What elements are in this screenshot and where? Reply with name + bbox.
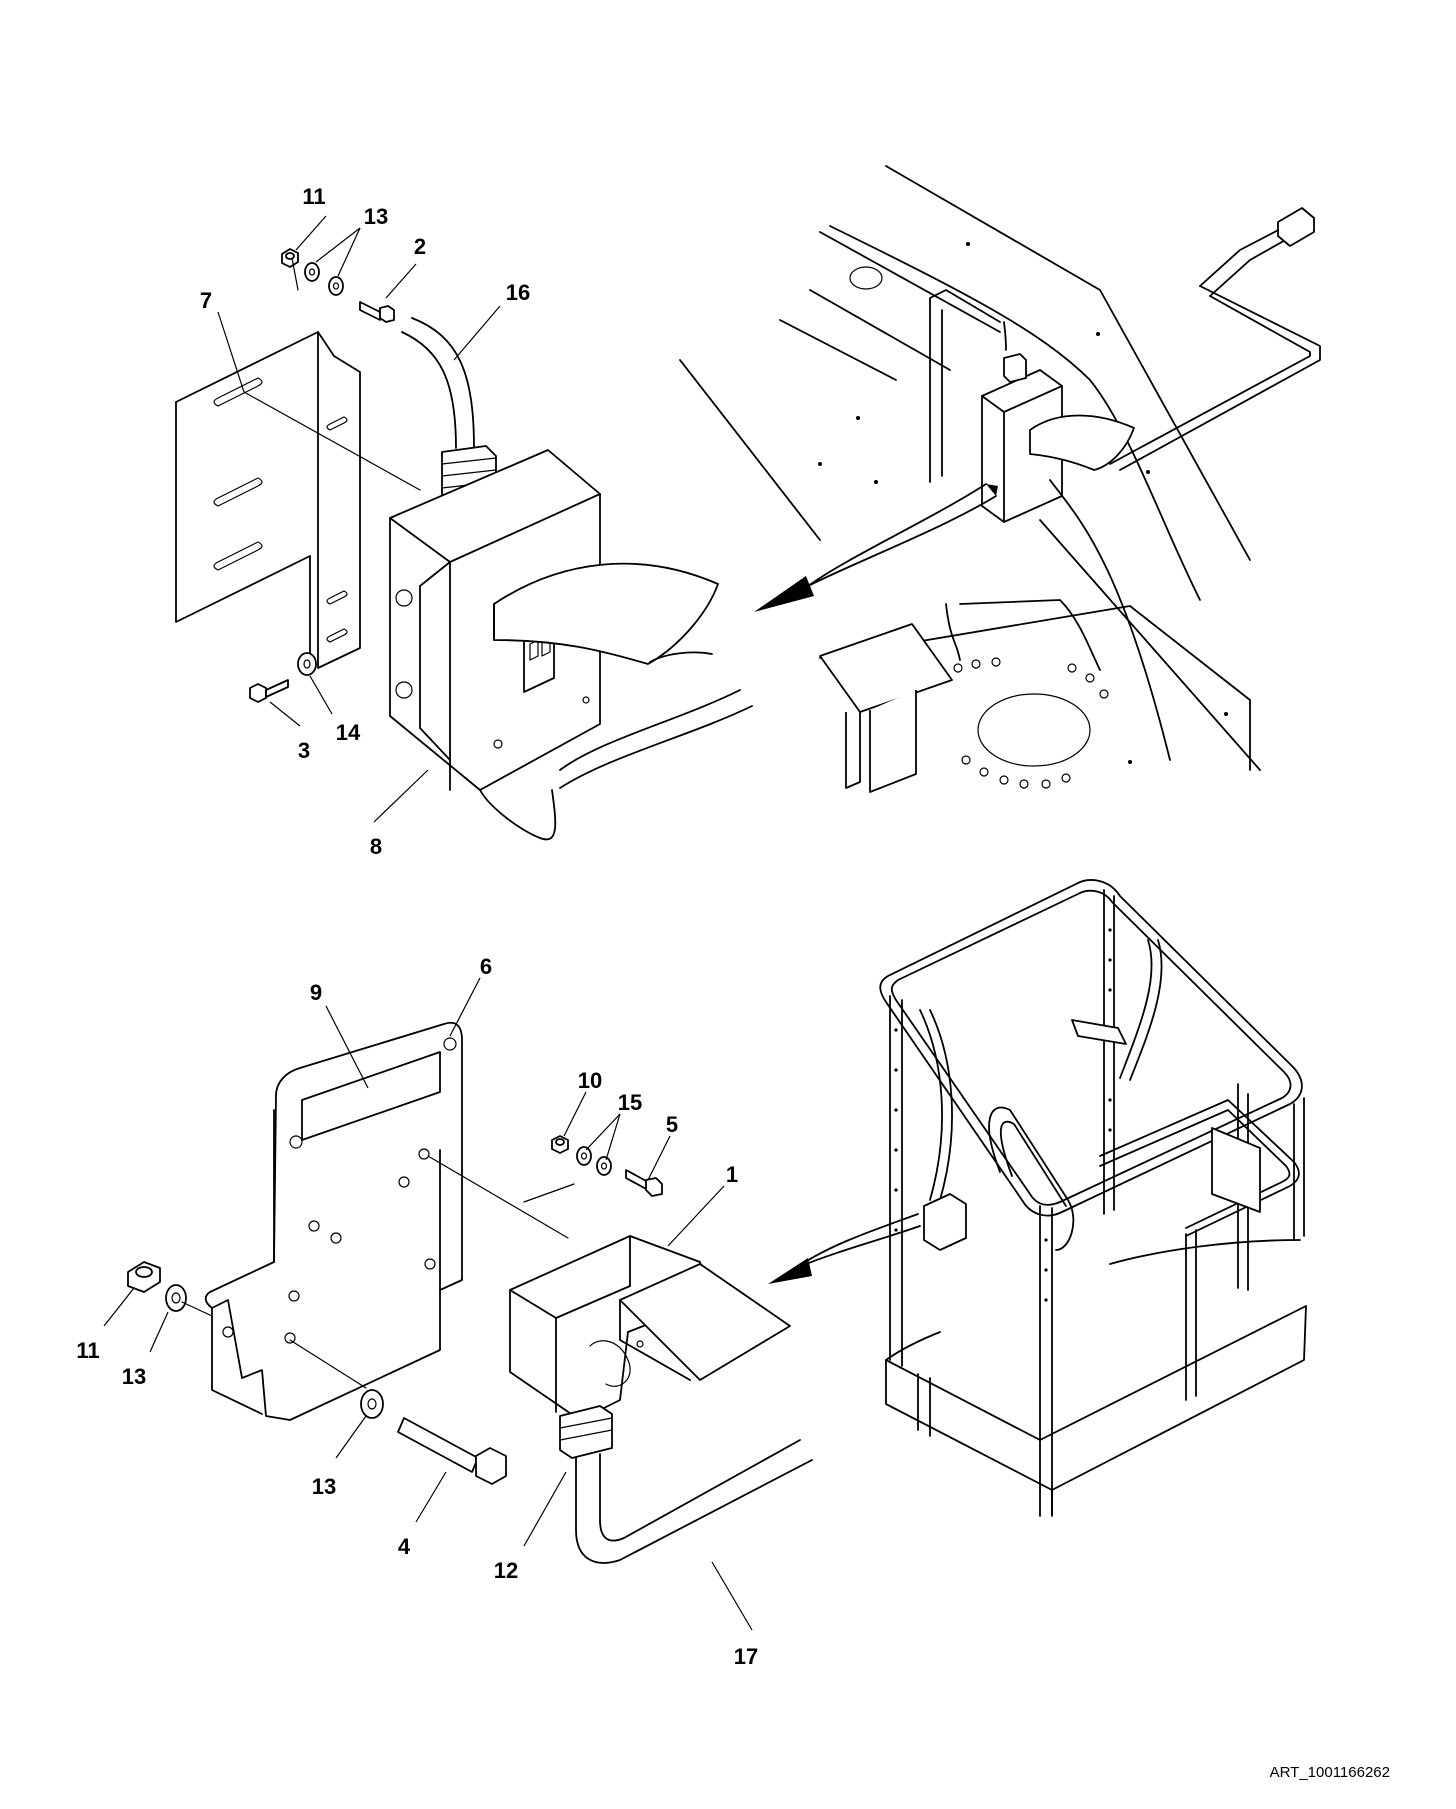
callout-11-left: 11 [76,1338,99,1363]
bottom-outlet-box [509,1235,791,1459]
callout-10: 10 [578,1068,602,1093]
callout-13-lower: 13 [312,1474,336,1499]
top-chassis-context [679,165,1321,793]
callout-17: 17 [734,1644,758,1669]
callout-16: 16 [506,280,530,305]
callout-1: 1 [726,1162,738,1187]
bottom-mounting-plate [204,1021,463,1421]
callout-15: 15 [618,1090,642,1115]
long-bolt-4 [397,1417,507,1485]
callout-3: 3 [298,738,310,763]
bottom-washers-15 [576,1146,612,1176]
callout-11-top: 11 [302,184,325,209]
callout-4: 4 [398,1534,411,1559]
callout-13-top: 13 [364,204,388,229]
top-nut-11 [281,248,299,268]
left-washer-13 [165,1284,187,1312]
top-outlet-box [389,449,719,791]
left-nut-11 [127,1261,161,1293]
callout-7: 7 [200,288,212,313]
washer-14 [297,652,317,676]
callout-8: 8 [370,834,382,859]
top-washers-13 [304,262,344,296]
bottom-bolt-3 [249,679,289,703]
callout-14: 14 [336,720,361,745]
callout-5: 5 [666,1112,678,1137]
callout-6: 6 [480,954,492,979]
top-mounting-bracket [175,331,361,669]
art-reference-id: ART_1001166262 [1269,1764,1390,1781]
bottom-bolt-5 [625,1169,663,1197]
bottom-nut-10 [551,1135,569,1154]
platform-basket [879,879,1307,1517]
top-bolt-2 [359,301,395,323]
callout-2: 2 [414,234,426,259]
callout-12: 12 [494,1558,518,1583]
callout-13-left: 13 [122,1364,146,1389]
callout-9: 9 [310,980,322,1005]
lower-washer-13 [360,1389,384,1419]
